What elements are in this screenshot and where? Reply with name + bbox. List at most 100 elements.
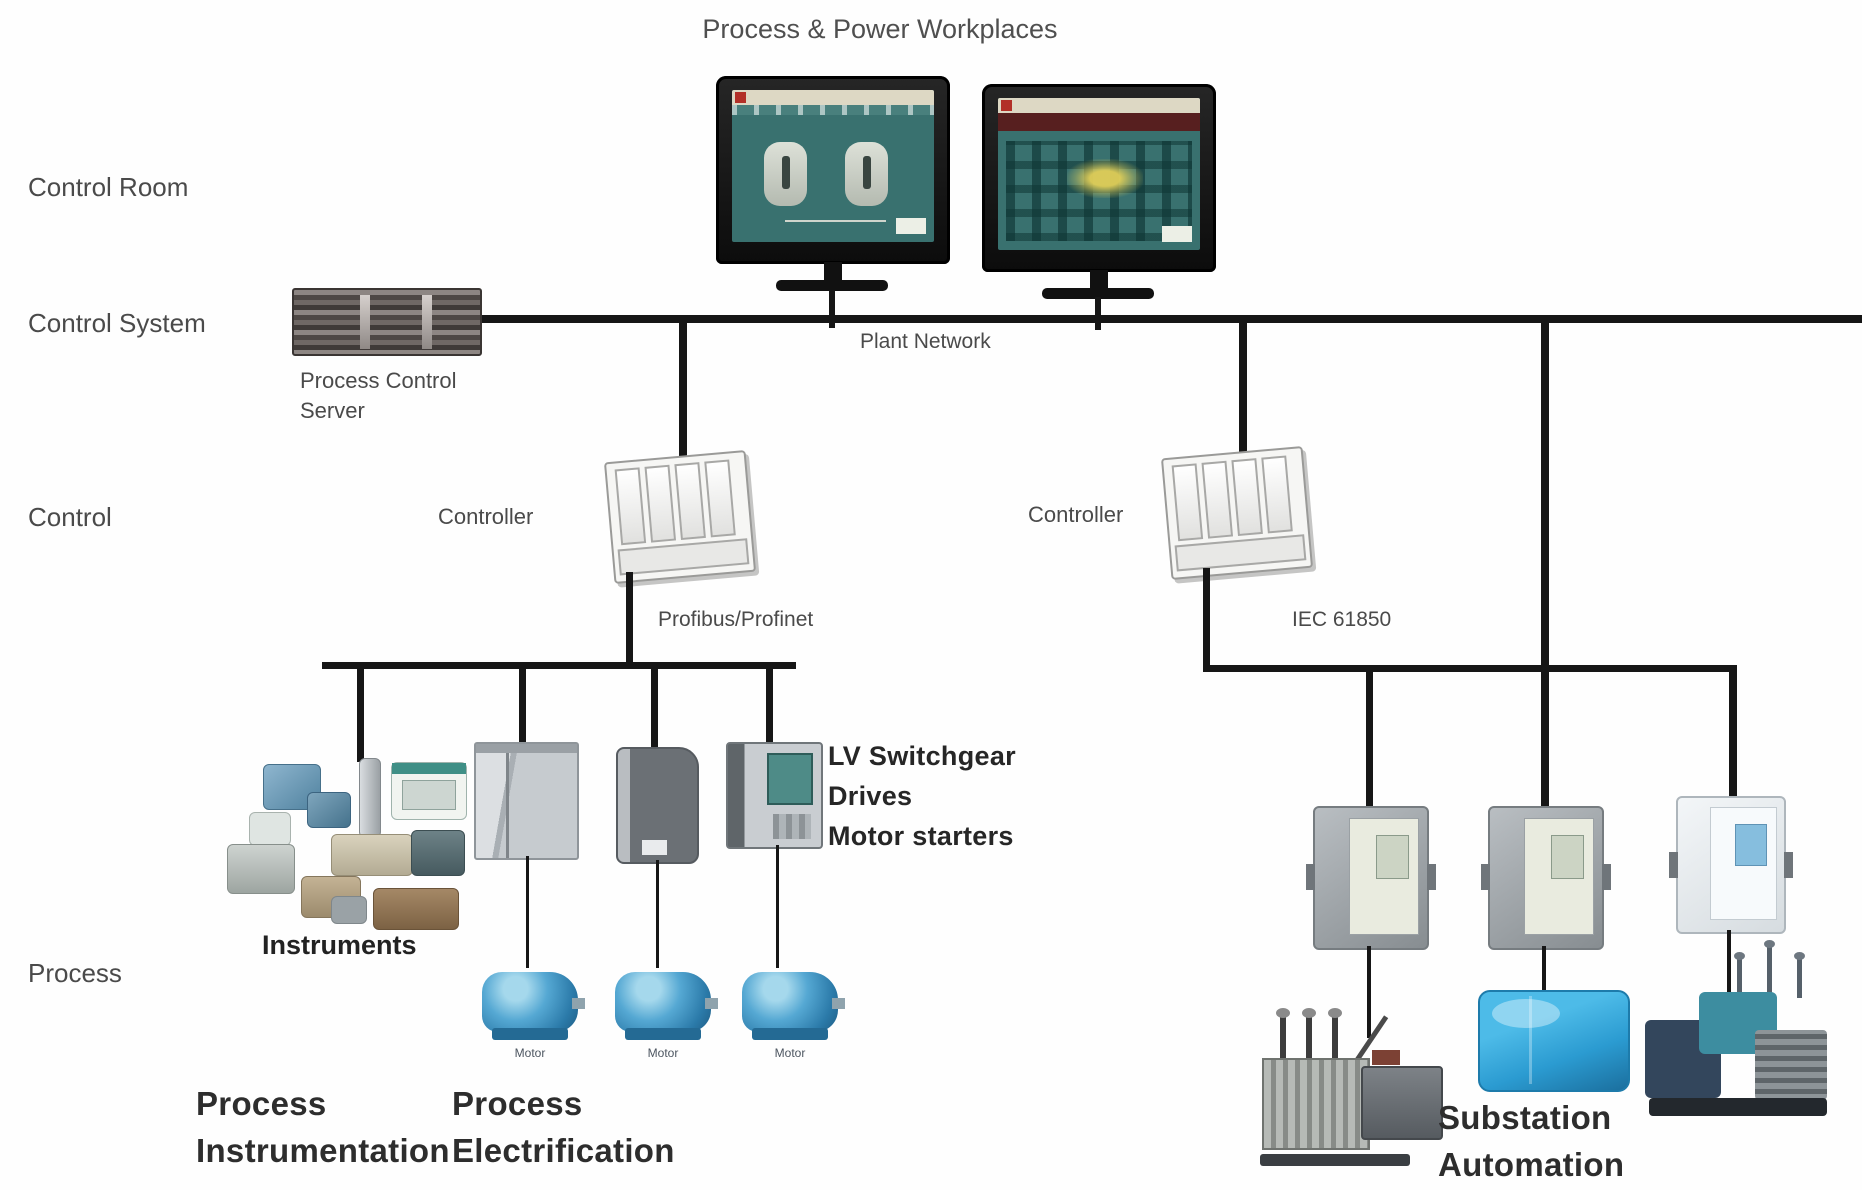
power-transformer-icon [1256, 1008, 1451, 1170]
substation-automation-label: Substation Automation [1438, 1094, 1624, 1188]
instruments-label: Instruments [262, 930, 417, 960]
controller-right-uplink-line [1239, 323, 1247, 461]
sa-line2: Automation [1438, 1146, 1625, 1183]
lv-group-line3: Motor starters [828, 821, 1014, 851]
level-label-process: Process [28, 958, 122, 988]
diagram-title: Process & Power Workplaces [702, 14, 1058, 44]
transmitter-icon [263, 764, 321, 810]
plc-module [644, 464, 677, 543]
alarm-highlight-cluster [1066, 158, 1144, 199]
protection-relay-icon [1306, 806, 1436, 950]
screen-toolbar [998, 98, 1200, 113]
protection-relay-icon [1481, 806, 1611, 950]
relay1-to-transformer-line [1367, 946, 1371, 1038]
app-logo-icon [1001, 100, 1012, 111]
controller-right-fieldbus-line [1203, 568, 1210, 672]
relay3-to-gis-line [1727, 930, 1731, 1006]
compact-switchgear-icon [1478, 990, 1630, 1092]
iec61850-bus-line [1203, 665, 1737, 672]
drive-keypad [772, 814, 811, 839]
motor-icon: Motor [611, 966, 718, 1066]
server-label: Process Control Server [300, 368, 457, 423]
app-logo-icon [735, 92, 746, 103]
iec61850-bus-elbow-line [1729, 665, 1737, 800]
relay2-to-switchgear-line [1542, 946, 1546, 1032]
lv-group-line1: LV Switchgear [828, 741, 1016, 771]
switchgear-drop-line [519, 669, 526, 743]
lv-switchgear-cabinet-icon [474, 742, 579, 860]
controller-right-label: Controller [1028, 502, 1124, 527]
monitor-left-connector-line [829, 290, 835, 328]
plc-module [1201, 460, 1234, 539]
pe-line2: Electrification [452, 1132, 675, 1169]
tank-graphic-icon [764, 141, 807, 206]
pi-line1: Process [196, 1085, 327, 1122]
instrument-box-icon [331, 896, 367, 924]
controller-right-icon [1160, 446, 1314, 580]
motor-icon: Motor [738, 966, 845, 1066]
process-instrumentation-label: Process Instrumentation [196, 1080, 450, 1174]
tank-graphic-icon [845, 141, 888, 206]
gauge-icon [249, 812, 291, 846]
controller-left-fieldbus-line [626, 572, 633, 669]
screen-toolbar [732, 90, 934, 105]
motor-icon: Motor [478, 966, 585, 1066]
plant-network-label: Plant Network [860, 330, 991, 353]
drive2-drop-line [766, 669, 773, 743]
profibus-label: Profibus/Profinet [658, 608, 814, 631]
gas-insulated-switchgear-icon [1645, 940, 1833, 1124]
recorder-icon [391, 762, 467, 820]
valve-icon [411, 830, 465, 876]
plc-module [674, 462, 706, 540]
process-control-server-icon [292, 288, 482, 356]
plc-module [704, 459, 736, 538]
server-drive-slot [360, 295, 370, 349]
relay1-drop-line [1366, 672, 1373, 806]
variable-speed-drive-icon [726, 742, 823, 849]
monitor-base [776, 280, 888, 291]
level-label-control: Control [28, 502, 112, 532]
pipe-graphic [784, 220, 886, 223]
plc-module [1171, 463, 1204, 542]
lv-group-line2: Drives [828, 781, 913, 811]
process-graphics-screen [732, 90, 934, 242]
drive-display [766, 753, 813, 805]
single-line-diagram-screen [998, 98, 1200, 250]
softstarter-icon [616, 747, 699, 864]
sa-line1: Substation [1438, 1099, 1612, 1136]
operator-monitor-right-icon [982, 84, 1216, 272]
plc-module [1261, 455, 1293, 534]
drive1-to-motor-line [656, 860, 659, 968]
control-valve-icon [373, 888, 459, 930]
faceplate-window [895, 217, 926, 235]
cabinet-to-motor-line [526, 856, 529, 968]
protection-relay-icon [1669, 796, 1793, 934]
controller-left-icon [603, 450, 757, 584]
controller-left-uplink-line [679, 323, 687, 461]
plc-module [614, 467, 647, 546]
motor-caption: Motor [514, 1046, 546, 1060]
pi-line2: Instrumentation [196, 1132, 450, 1169]
transmitter-icon [307, 792, 351, 828]
level-label-control-system: Control System [28, 308, 206, 338]
iec61850-label: IEC 61850 [1292, 608, 1392, 631]
instruments-drop-line [357, 669, 364, 762]
screen-header-band [998, 113, 1200, 131]
monitor-stand [824, 262, 842, 282]
drive2-to-motor-line [776, 845, 779, 968]
motor-caption: Motor [647, 1046, 679, 1060]
screen-menubar [732, 105, 934, 115]
motor-caption: Motor [774, 1046, 806, 1060]
instruments-cluster-icon [215, 748, 467, 930]
monitor-base [1042, 288, 1154, 299]
profibus-bus-line [322, 662, 796, 669]
controller-left-label: Controller [438, 504, 534, 529]
process-electrification-label: Process Electrification [452, 1080, 675, 1174]
faceplate-window [1161, 225, 1192, 243]
level-label-control-room: Control Room [28, 172, 189, 202]
plant-network-line [470, 315, 1862, 323]
monitor-stand [1090, 270, 1108, 290]
plant-to-substation-line [1541, 323, 1549, 810]
manifold-icon [227, 844, 295, 894]
